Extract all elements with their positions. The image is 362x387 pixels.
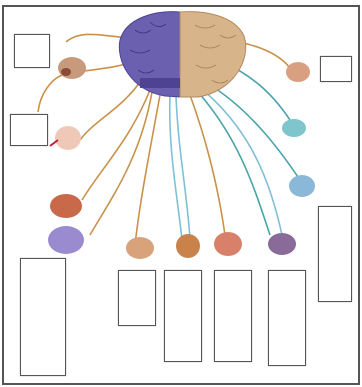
label-box-left-middle xyxy=(10,114,48,146)
label-box-bottom-2 xyxy=(118,270,156,326)
gland-organ xyxy=(289,175,315,197)
label-box-bottom-5 xyxy=(268,270,306,366)
nerve-to-lungs xyxy=(90,92,152,235)
nerve-to-eye xyxy=(66,34,128,42)
right-eye-organ xyxy=(286,62,310,82)
liver-organ xyxy=(282,119,306,137)
heart-organ xyxy=(50,194,82,218)
label-box-bottom-3 xyxy=(164,270,202,362)
nerve-to-stomach xyxy=(135,95,160,245)
nerve-to-intestine xyxy=(170,96,182,240)
lungs-organ xyxy=(48,226,84,254)
nerve-to-kidney xyxy=(190,95,225,235)
intestine-organ xyxy=(176,234,200,258)
brainstem xyxy=(140,78,180,88)
label-box-bottom-1 xyxy=(20,258,66,376)
stomach-organ xyxy=(126,237,154,259)
label-box-top-left xyxy=(14,34,50,68)
nerve-to-mouth xyxy=(80,82,140,140)
kidney-organ xyxy=(214,232,242,256)
label-box-right-middle xyxy=(318,206,352,302)
face-organ xyxy=(55,126,81,150)
brain-right-hemisphere xyxy=(180,12,246,97)
bladder-organ xyxy=(268,233,296,255)
label-box-top-right xyxy=(320,56,352,82)
nerve-to-intestine-2 xyxy=(176,96,190,240)
label-box-bottom-4 xyxy=(214,270,252,362)
brain xyxy=(119,12,245,97)
eye-organ xyxy=(58,57,86,79)
